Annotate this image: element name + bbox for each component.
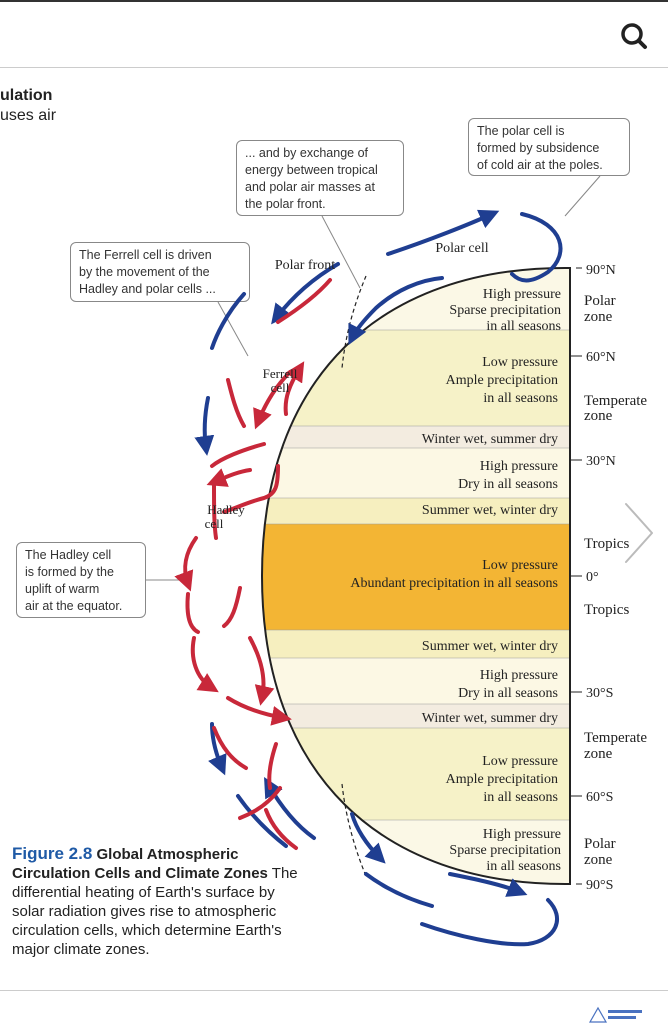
zone-text: Sparse precipitation [449,843,561,858]
band-dry-s [262,658,570,704]
latitude-labels: 90°N 60°N 30°N 0° 30°S 60°S 90°S [586,263,616,893]
callout-line: the polar front. [245,197,326,211]
heading-line-2: uses air [0,107,57,124]
zone-name: Polar [584,293,616,309]
zone-text: Winter wet, summer dry [422,432,558,447]
zone-name: Temperate [584,730,647,746]
callout-line: by the movement of the [79,265,210,279]
band-winter-wet-n [262,426,570,448]
figure-title: Global Atmospheric Circulation Cells and… [12,846,268,882]
zone-name: zone [584,408,613,424]
callout-line: of cold air at the poles. [477,158,603,172]
callout-line: uplift of warm [25,582,100,596]
top-toolbar [0,0,668,68]
zone-text: Summer wet, winter dry [422,639,558,654]
zone-text: Low pressure [482,558,558,573]
zone-text: in all seasons [486,319,561,334]
band-tropics [262,524,570,630]
figure-caption: Figure 2.8 Global Atmospheric Circulatio… [12,844,302,959]
polar-front-s [341,783,367,877]
zone-text: High pressure [480,459,558,474]
zone-name: Tropics [584,602,629,618]
latitude-label: 30°S [586,686,613,701]
zone-names: Polar zone Temperate zone Tropics Tropic… [584,293,647,868]
callout-line: and polar air masses at [245,180,375,194]
latitude-axis [570,267,582,885]
zone-text: in all seasons [483,391,558,406]
search-button[interactable] [612,16,656,56]
zone-text: High pressure [480,668,558,683]
callout-hadley-cell: The Hadley cell is formed by the uplift … [16,542,146,618]
callout-line: is formed by the [25,565,114,579]
zone-name: Temperate [584,393,647,409]
zone-text: Ample precipitation [446,772,558,787]
callout-line: energy between tropical [245,163,378,177]
hadley-cell-label: Hadley [207,502,245,517]
callout-line: ... and by exchange of [245,146,369,160]
bottom-bar [0,990,668,1027]
zone-text: Winter wet, summer dry [422,711,558,726]
book-page: ulation uses air The polar cell is forme… [0,68,668,990]
pointer-line [564,175,601,217]
pointer-line [217,301,249,357]
callout-polar-cell: The polar cell is formed by subsidence o… [468,118,630,176]
zone-text: Summer wet, winter dry [422,503,558,518]
callout-line: The Hadley cell [25,548,112,562]
ferrell-cell-label: Ferrell [263,366,298,381]
search-icon [621,23,647,49]
blue-circulation [194,209,563,947]
zone-name: Polar [584,836,616,852]
zone-text: Sparse precipitation [449,303,561,318]
zone-text: Abundant precipitation in all seasons [350,576,558,591]
zone-name: zone [584,852,613,868]
circulation-diagram: Polar cell Polar front Ferrell cell Hadl… [146,175,647,947]
earth-outline [260,266,571,886]
band-summer-wet-s [262,630,570,658]
publisher-logo [588,1004,648,1029]
zone-text: in all seasons [486,859,561,874]
zone-texts: High pressure Sparse precipitation in al… [350,287,561,874]
zone-text: Ample precipitation [446,373,558,388]
zone-text: High pressure [483,827,561,842]
zone-text: Dry in all seasons [458,477,558,492]
callout-line: formed by subsidence [477,141,600,155]
band-summer-wet-n [262,498,570,524]
ferrell-cell-label: cell [271,380,290,395]
zone-name: zone [584,309,613,325]
red-circulation [174,278,332,850]
polar-cell-label: Polar cell [435,241,488,256]
band-dry-n [262,448,570,498]
latitude-label: 90°S [586,878,613,893]
zone-text: High pressure [483,287,561,302]
chevron-right-icon [622,500,656,566]
hadley-cell-label: cell [205,516,224,531]
zone-text: Low pressure [482,754,558,769]
next-page-button[interactable] [618,498,658,568]
zone-text: Dry in all seasons [458,686,558,701]
latitude-label: 60°S [586,790,613,805]
section-heading-fragment: ulation uses air [0,86,56,126]
zone-text: in all seasons [483,790,558,805]
latitude-label: 90°N [586,263,616,278]
callout-line: air at the equator. [25,599,123,613]
polar-front-n [341,275,367,369]
callout-line: Hadley and polar cells ... [79,282,216,296]
polar-front-label: Polar front [275,258,335,273]
callout-ferrell-cell: The Ferrell cell is driven by the moveme… [70,242,250,302]
latitude-label: 30°N [586,454,616,469]
zone-name: zone [584,746,613,762]
band-winter-wet-s [262,704,570,728]
latitude-label: 0° [586,570,599,585]
pointer-line [321,215,361,289]
callout-line: The Ferrell cell is driven [79,248,212,262]
figure-number: Figure 2.8 [12,844,93,863]
zone-text: Low pressure [482,355,558,370]
callout-polar-front: ... and by exchange of energy between tr… [236,140,404,216]
heading-line-1: ulation [0,87,53,104]
figure-body: The differential heating of Earth's surf… [12,865,298,958]
callout-line: The polar cell is [477,124,565,138]
latitude-label: 60°N [586,350,616,365]
zone-name: Tropics [584,536,629,552]
